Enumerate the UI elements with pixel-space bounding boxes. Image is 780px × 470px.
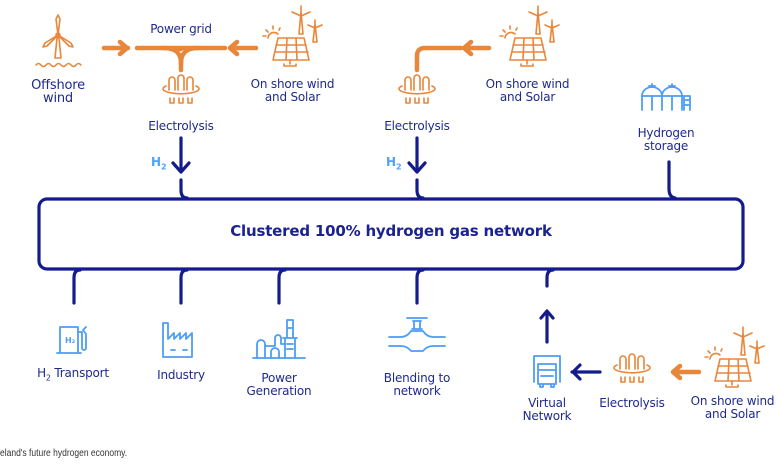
- figure-caption: eland's future hydrogen economy.: [0, 448, 128, 459]
- label-hydrogen-storage: Hydrogen storage: [637, 126, 695, 153]
- label-electrolysis: Electrolysis: [384, 119, 450, 133]
- h2-arrow-down: [407, 136, 427, 174]
- label-industry: Industry: [157, 368, 205, 382]
- wind-solar-icon: [704, 326, 765, 388]
- label-electrolysis: Electrolysis: [148, 119, 214, 133]
- power-grid-junction: [134, 45, 228, 73]
- connector-lines-top: [179, 160, 677, 200]
- hydrogen-network-box: [37, 197, 745, 271]
- connector-lines-bottom: [72, 268, 555, 305]
- pipe-valve-icon: [388, 317, 446, 352]
- gas-storage-tanks-icon: [641, 83, 691, 111]
- orange-pipe-onshore-to-electrolysis: [414, 39, 492, 73]
- label-onshore-wind-solar: On shore wind and Solar: [690, 394, 775, 421]
- h2-arrow-down: [171, 136, 191, 174]
- network-title: Clustered 100% hydrogen gas network: [230, 222, 552, 240]
- label-virtual-network: Virtual Network: [522, 396, 572, 423]
- label-electrolysis: Electrolysis: [599, 396, 665, 410]
- h2-label: H2: [386, 155, 402, 172]
- label-h2-transport: H2 Transport: [37, 366, 109, 383]
- factory-icon: [162, 322, 193, 358]
- label-power-generation: Power Generation: [246, 371, 312, 398]
- electrolysis-icon: [398, 74, 436, 104]
- truck-icon: [533, 355, 561, 388]
- arrow-offshore-to-grid: [101, 39, 131, 57]
- offshore-wind-turbine-icon: [35, 14, 82, 68]
- wind-solar-icon: [262, 5, 323, 67]
- label-onshore-wind-solar: On shore wind and Solar: [250, 77, 335, 104]
- label-blending-to-network: Blending to network: [383, 371, 451, 398]
- fuel-pump-h2-text: H₂: [65, 336, 76, 345]
- arrow-up-virtual-network: [539, 309, 555, 344]
- electrolysis-icon: [162, 74, 200, 104]
- electrolysis-icon: [613, 353, 651, 383]
- label-offshore-wind: Offshore wind: [31, 78, 85, 106]
- hydrogen-fuel-pump-icon: [56, 326, 87, 354]
- h2-label: H2: [151, 155, 167, 172]
- arrow-electrolysis-to-virtual: [570, 363, 602, 381]
- arrow-onshore-to-grid: [227, 39, 259, 57]
- label-power-grid: Power grid: [150, 22, 212, 36]
- power-plant-icon: [252, 319, 306, 359]
- arrow-onshore-to-electrolysis: [670, 363, 702, 381]
- label-onshore-wind-solar: On shore wind and Solar: [485, 77, 570, 104]
- wind-solar-icon: [499, 5, 560, 67]
